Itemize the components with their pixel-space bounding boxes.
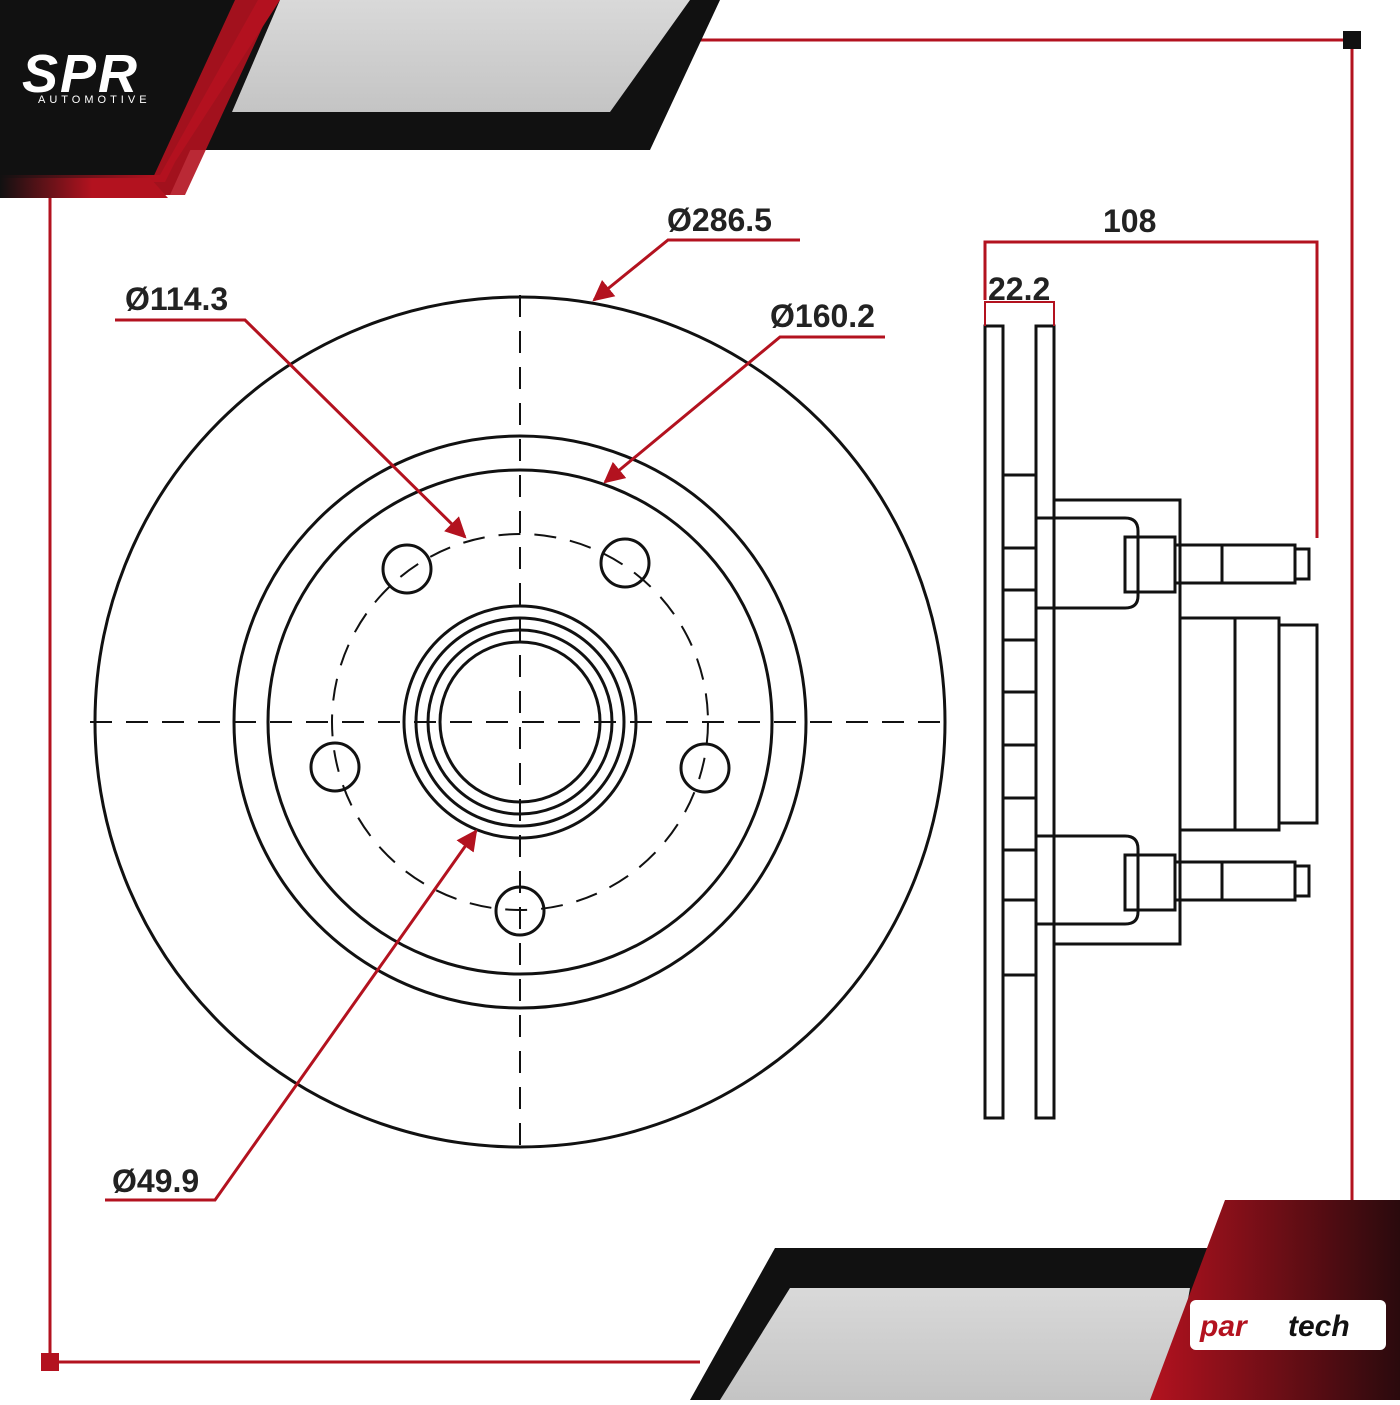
label-hat-diameter: Ø160.2	[770, 298, 875, 334]
bolt-hole	[309, 741, 361, 793]
partech-logo-text-tech: tech	[1288, 1310, 1350, 1343]
leader-hat-diameter	[603, 335, 885, 484]
border-frame	[41, 31, 1361, 1371]
dimension-leaders	[105, 238, 1319, 1202]
bolt-hole	[381, 543, 433, 595]
bolt-hole	[679, 742, 731, 794]
spr-logo-text: SPR	[22, 44, 139, 104]
bolt-hole	[599, 537, 651, 589]
leader-overall-height	[983, 240, 1319, 538]
header-banner: SPR AUTOMOTIVE	[0, 0, 720, 198]
label-outer-diameter: Ø286.5	[667, 202, 772, 238]
label-bolt-circle: Ø114.3	[125, 281, 228, 317]
label-center-bore: Ø49.9	[112, 1163, 199, 1199]
brake-disc-side-view-icon	[983, 324, 1319, 1120]
label-overall-height: 108	[1103, 203, 1156, 239]
leader-center-bore	[105, 829, 478, 1202]
partech-logo-text-par: par	[1199, 1310, 1249, 1343]
border-corner-marker-icon	[41, 1353, 59, 1371]
leader-bolt-circle	[115, 318, 467, 539]
leader-thickness	[984, 301, 1055, 326]
spr-logo-subtext: AUTOMOTIVE	[38, 94, 151, 106]
dimension-labels: Ø286.5 Ø114.3 Ø160.2 Ø49.9 108 22.2	[112, 202, 1156, 1199]
leader-outer-diameter	[592, 238, 800, 302]
label-thickness: 22.2	[988, 271, 1050, 307]
footer-banner: par tech	[690, 1200, 1400, 1400]
border-corner-marker-icon	[1343, 31, 1361, 49]
brake-disc-front-view-icon	[90, 295, 950, 1152]
